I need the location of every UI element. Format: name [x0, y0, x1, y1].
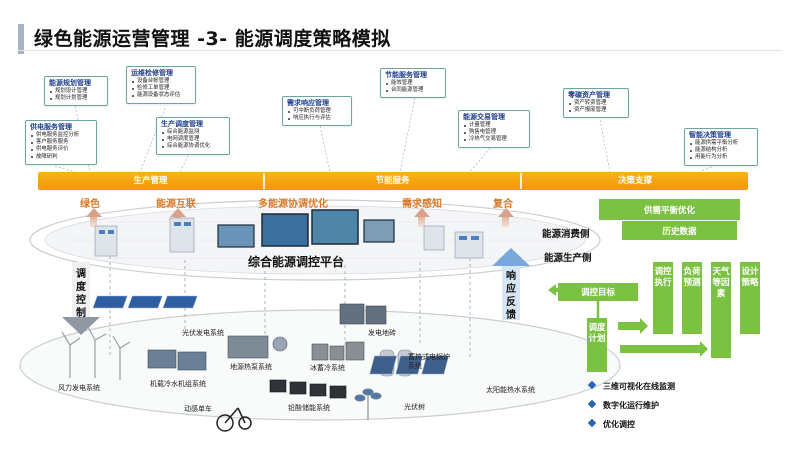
module-smart-decision[interactable]: 智能决策管理 能源供需平衡分析 能源结构分析 用能行为分析 [684, 128, 758, 166]
arrow-shaft [418, 217, 425, 227]
service-band: 生产管理 节能服务 决策支撑 [38, 172, 748, 190]
up-arrow-icon [498, 208, 514, 217]
arrow-shaft [90, 217, 97, 227]
feature-bullet-text: 优化调控 [603, 420, 635, 429]
band-energy-saving[interactable]: 节能服务 [375, 176, 410, 186]
equip-ice-storage: 冰蓄冷系统 [310, 364, 345, 372]
module-item: 规划计划管理 [49, 95, 103, 102]
module-item: 计量管理 [463, 122, 525, 129]
equip-solar-water: 太阳能热水系统 [486, 386, 535, 394]
module-title: 供电服务管理 [30, 123, 72, 131]
feature-bullet: 三维可视化在线监测 [587, 380, 675, 392]
production-side-label: 能源生产侧 [544, 253, 592, 264]
band-production[interactable]: 生产管理 [133, 176, 168, 186]
module-item: 资产报废管理 [568, 107, 624, 114]
module-item: 规划设计管理 [49, 88, 103, 95]
module-item: 能源供需平衡分析 [689, 140, 753, 147]
load-forecast-box[interactable]: 负荷预测 [682, 262, 702, 334]
module-title: 需求响应管理 [287, 99, 329, 107]
history-data-box[interactable]: 历史数据 [622, 221, 737, 240]
module-item: 供电服务评价 [30, 146, 92, 153]
module-item: 可中断负荷管理 [287, 108, 347, 115]
arrow-shaft [174, 217, 181, 227]
equip-thermal-boiler: 蓄热式电锅炉系统 [408, 353, 450, 370]
module-production-dispatch[interactable]: 生产调度管理 综合能源监测 电网调度管理 综合能源协调优化 [156, 117, 230, 155]
design-strategy-box[interactable]: 设计策略 [740, 262, 760, 334]
module-energy-trading[interactable]: 能源交易管理 计量管理 购售电管理 冷热气交易管理 [458, 110, 530, 148]
feature-bullet-text: 三维可视化在线监测 [603, 382, 675, 391]
band-divider [520, 173, 522, 189]
module-item: 设备台帐管理 [131, 78, 191, 85]
up-arrow-icon [414, 208, 430, 217]
module-zero-carbon-assets[interactable]: 零碳资产管理 资产转资管理 资产报废管理 [563, 88, 629, 119]
module-item: 检修工单管理 [131, 85, 191, 92]
feature-bullet: 数字化运行维护 [587, 399, 659, 411]
module-item: 冷热气交易管理 [463, 136, 525, 143]
module-item: 能源结构分析 [689, 147, 753, 154]
module-item: 故障研判 [30, 154, 92, 161]
caption-green: 绿色 [80, 199, 100, 210]
dispatch-plan-box[interactable]: 调度计划 [587, 318, 607, 372]
caption-interconnection: 能源互联 [156, 199, 196, 210]
module-item: 供电服务监控分析 [30, 132, 92, 139]
equip-lead-acid: 铅酸储能系统 [288, 404, 330, 412]
module-title: 运维检修管理 [131, 69, 173, 77]
up-arrow-icon [170, 208, 186, 217]
equip-bike: 动感单车 [184, 405, 212, 413]
weather-factors-box[interactable]: 天气等因素 [711, 262, 731, 358]
module-item: 能效管理 [385, 80, 441, 87]
module-item: 资产转资管理 [568, 100, 624, 107]
module-item: 购售电管理 [463, 129, 525, 136]
platform-label: 综合能源调控平台 [248, 255, 345, 269]
supply-demand-balance-box[interactable]: 供需平衡优化 [599, 199, 740, 220]
module-demand-response[interactable]: 需求响应管理 可中断负荷管理 响应执行与评估 [282, 96, 352, 127]
equip-geothermal: 地源热泵系统 [230, 363, 272, 371]
diamond-icon [587, 380, 597, 390]
diamond-icon [587, 399, 597, 409]
module-item: 综合能源监测 [161, 129, 225, 136]
caption-reuse: 复合 [493, 199, 513, 210]
module-item: 综合能源协调优化 [161, 143, 225, 150]
module-title: 智能决策管理 [689, 131, 731, 139]
module-item: 响应执行与评估 [287, 115, 347, 122]
equip-pv-power: 光伏发电系统 [182, 329, 224, 337]
title-divider [18, 50, 782, 51]
feature-bullet: 优化调控 [587, 418, 635, 430]
equip-chiller: 机载冷水机组系统 [150, 380, 206, 388]
equip-pv-tree: 光伏树 [404, 403, 425, 411]
module-item: 电网调度管理 [161, 136, 225, 143]
dispatch-target-box[interactable]: 调控目标 [558, 283, 638, 301]
response-feedback-label: 响应反馈 [506, 271, 516, 321]
module-ops-maintenance[interactable]: 运维检修管理 设备台帐管理 检修工单管理 能源设备状态评估 [126, 66, 196, 104]
module-item: 合同能源管理 [385, 87, 441, 94]
title-bar: 绿色能源运营管理 -3- 能源调度策略模拟 [0, 10, 800, 54]
module-item: 能源设备状态评估 [131, 92, 191, 99]
module-title: 能源规划管理 [49, 79, 91, 87]
arrow-shaft [502, 217, 509, 227]
dispatch-exec-box[interactable]: 调控执行 [653, 262, 673, 334]
caption-coordination: 多能源协调优化 [258, 199, 328, 210]
band-divider [263, 173, 265, 189]
module-title: 生产调度管理 [161, 120, 203, 128]
module-power-supply-service[interactable]: 供电服务管理 供电服务监控分析 客户服务服务 供电服务评价 故障研判 [25, 120, 97, 165]
equip-wind-power: 风力发电系统 [58, 384, 100, 392]
diamond-icon [587, 418, 597, 428]
module-item: 用能行为分析 [689, 154, 753, 161]
module-energy-planning[interactable]: 能源规划管理 规划设计管理 规划计划管理 [44, 76, 108, 107]
consumption-side-label: 能源消费侧 [542, 229, 590, 240]
caption-demand-sensing: 需求感知 [402, 199, 442, 210]
module-title: 零碳资产管理 [568, 91, 610, 99]
module-title: 节能服务管理 [385, 71, 427, 79]
feature-bullet-text: 数字化运行维护 [603, 401, 659, 410]
title-accent-bar [18, 24, 24, 54]
module-title: 能源交易管理 [463, 113, 505, 121]
up-arrow-icon [86, 208, 102, 217]
module-item: 客户服务服务 [30, 139, 92, 146]
equip-power-ground: 发电地砖 [368, 329, 396, 337]
page-title: 绿色能源运营管理 -3- 能源调度策略模拟 [34, 28, 391, 50]
dispatch-control-label: 调度控制 [76, 269, 86, 319]
band-decision[interactable]: 决策支撑 [617, 176, 652, 186]
module-energy-saving-service[interactable]: 节能服务管理 能效管理 合同能源管理 [380, 68, 446, 99]
